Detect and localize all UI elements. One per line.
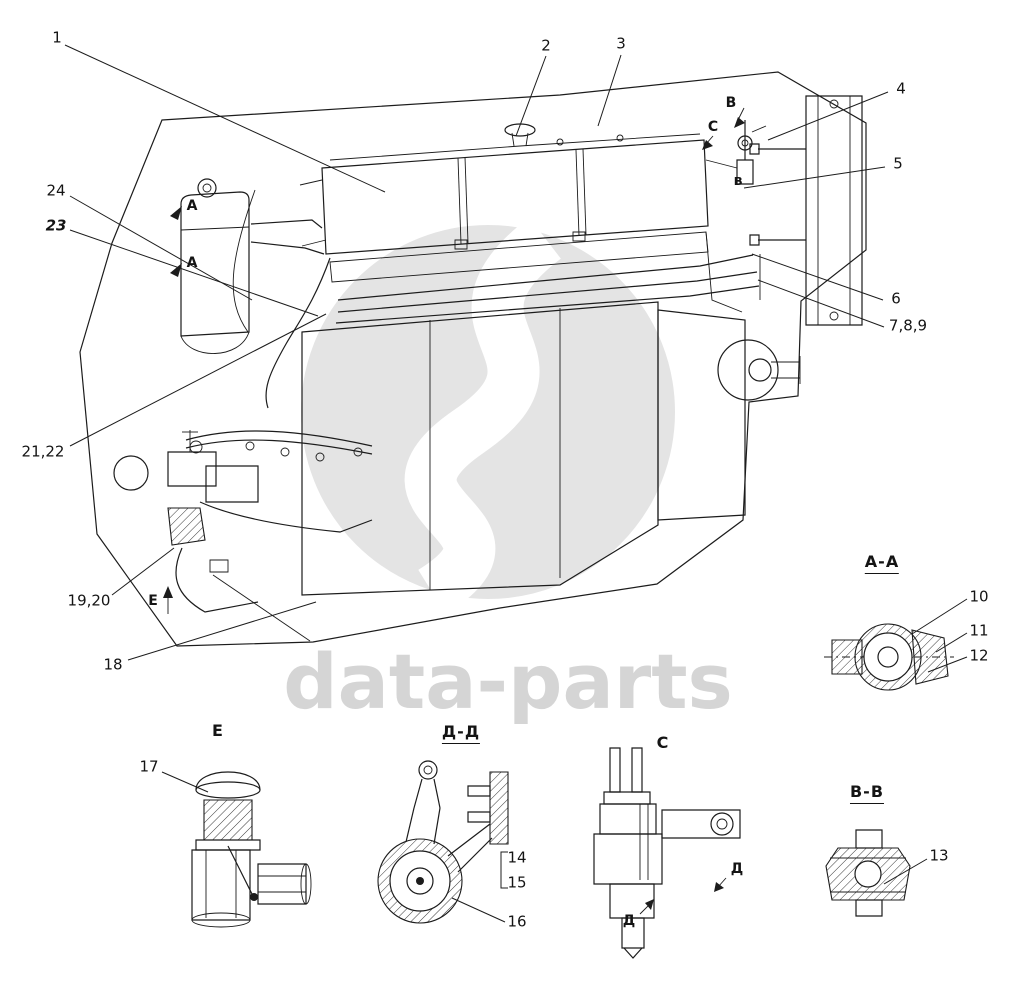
leader-16 (452, 898, 505, 922)
detail-a-a (824, 624, 954, 690)
marker-d-right: Д (730, 861, 744, 877)
callout-7-8-9: 7,8,9 (888, 316, 928, 335)
callout-11: 11 (969, 621, 989, 640)
engine-body-outline (80, 72, 866, 646)
callout-17: 17 (139, 757, 159, 776)
detail-d-d (378, 761, 508, 923)
leader-17 (162, 772, 208, 792)
leader-18 (128, 602, 316, 660)
leader-lines (65, 45, 967, 922)
leader-6 (752, 254, 883, 300)
callout-24: 24 (46, 181, 66, 200)
leader-13 (884, 859, 927, 884)
arrow-b (734, 117, 745, 128)
marker-b: B (725, 95, 737, 111)
callout-23: 23 (45, 216, 67, 235)
callout-6: 6 (891, 289, 901, 308)
callout-4: 4 (896, 79, 906, 98)
callout-3: 3 (616, 34, 626, 53)
leader-12 (928, 657, 967, 672)
leader-10 (912, 599, 967, 634)
bracket-14-15 (501, 852, 508, 888)
callout-5: 5 (893, 154, 903, 173)
callout-1: 1 (52, 28, 62, 47)
view-e-title: E (212, 721, 224, 740)
leader-3 (598, 55, 621, 126)
section-a-a: A-A (864, 554, 900, 574)
callout-15: 15 (507, 873, 527, 892)
callout-21-22: 21,22 (21, 442, 65, 461)
arrow-d-right (714, 882, 724, 892)
marker-a-bottom: A (186, 255, 198, 271)
leader-2 (516, 56, 546, 136)
leader-7-8-9 (758, 280, 884, 327)
detail-v-v (826, 830, 910, 916)
marker-a-top: A (186, 198, 198, 214)
marker-d-left: Д (622, 913, 636, 929)
leader-21-22 (70, 314, 326, 446)
leader-5 (744, 167, 885, 188)
fuel-lines (251, 220, 760, 408)
detail-e (192, 772, 311, 927)
callout-19-20: 19,20 (67, 591, 111, 610)
callout-2: 2 (541, 36, 551, 55)
injection-pump-assembly (114, 430, 372, 612)
leader-23 (70, 230, 318, 316)
arrow-d-left (645, 899, 654, 910)
view-c-title: C (656, 733, 670, 752)
callout-13: 13 (929, 846, 949, 865)
callout-10: 10 (969, 587, 989, 606)
watermark-text: data-parts (283, 637, 733, 726)
leader-24 (70, 196, 252, 300)
section-d-d: Д-Д (441, 724, 481, 744)
view-arrows (163, 108, 745, 914)
leader-19-20 (112, 548, 174, 595)
callout-12: 12 (969, 646, 989, 665)
marker-e: E (148, 593, 158, 609)
marker-v-small: в (733, 173, 743, 189)
callout-14: 14 (507, 848, 527, 867)
leader-4 (768, 92, 888, 140)
arrow-c (702, 140, 713, 150)
leader-1 (65, 45, 385, 192)
callout-18: 18 (103, 655, 123, 674)
marker-c: C (707, 119, 719, 135)
arrow-a-bottom (170, 263, 182, 277)
watermark-logo (296, 220, 680, 604)
top-right-fittings (706, 120, 766, 184)
section-v-v: B-B (849, 784, 885, 804)
leader-11 (936, 633, 967, 652)
engine-block (302, 302, 800, 595)
arrow-e (163, 586, 173, 598)
expansion-tank (181, 179, 249, 354)
arrow-a-top (170, 206, 182, 220)
callout-16: 16 (507, 912, 527, 931)
detail-c (594, 748, 740, 958)
right-panel (750, 96, 862, 325)
